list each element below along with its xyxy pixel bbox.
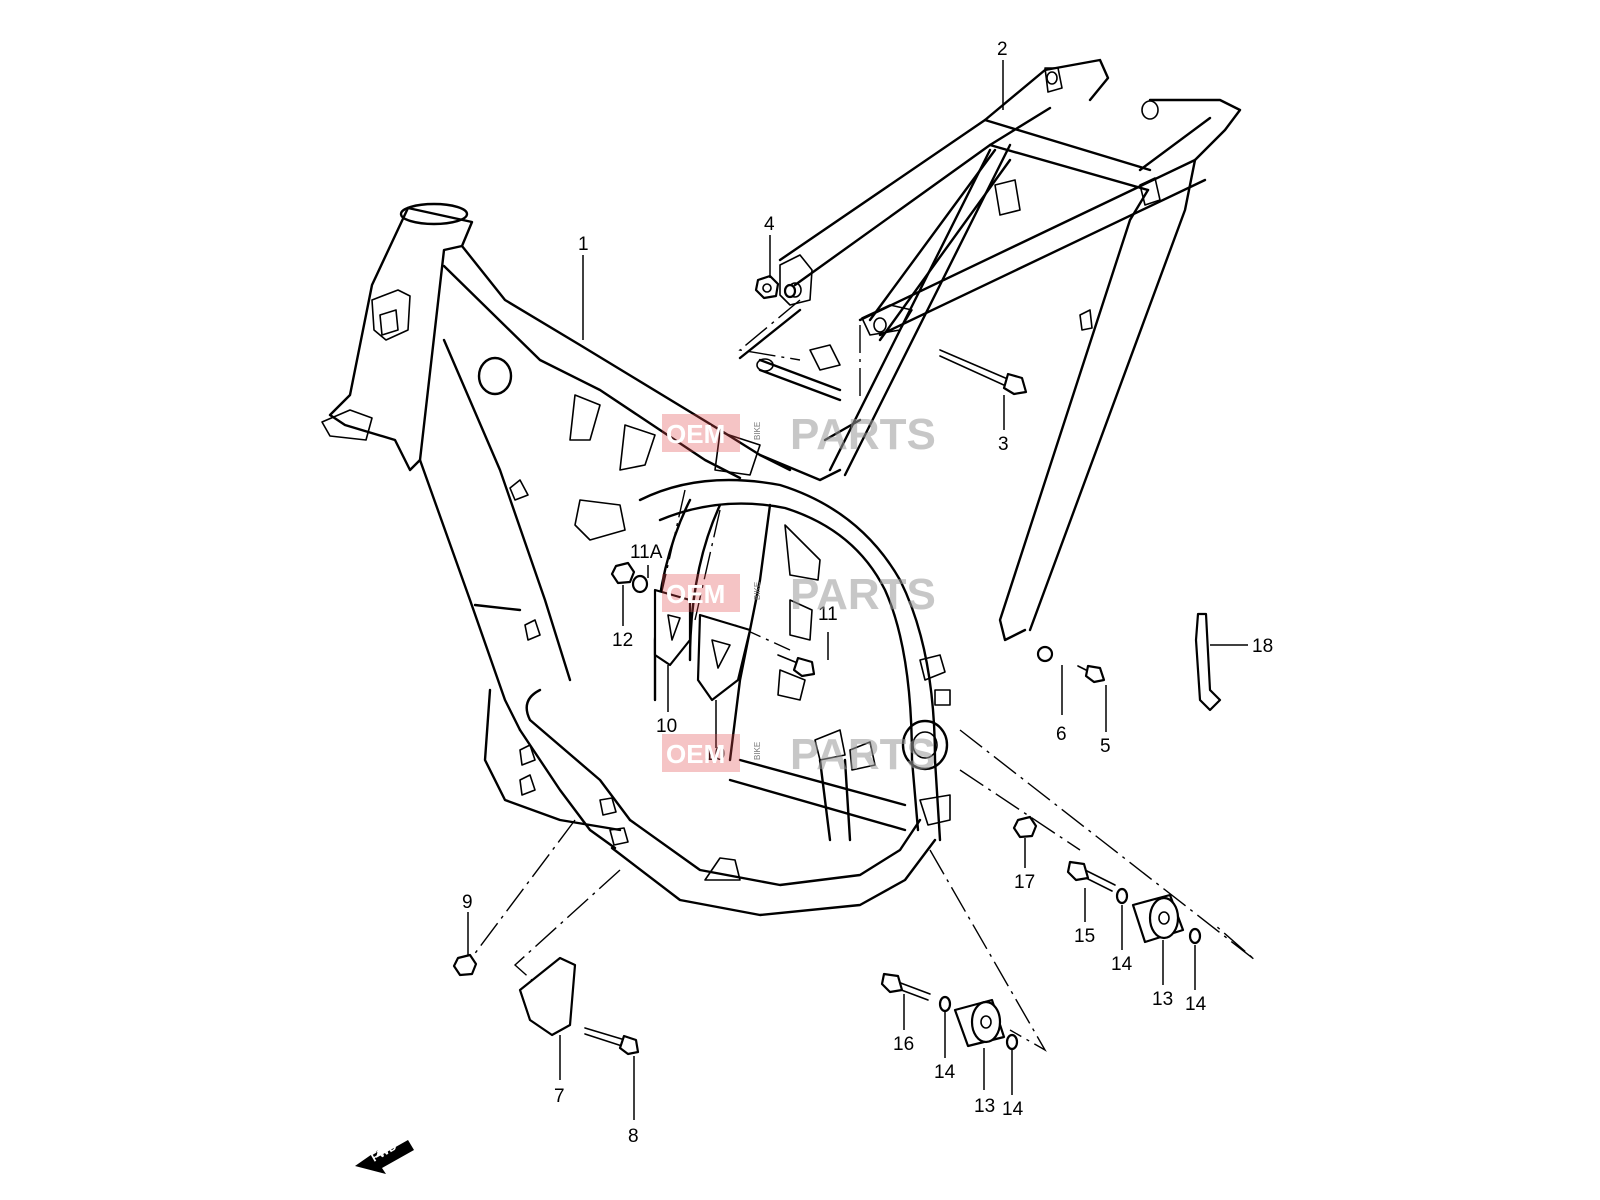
callout-14c: 14: [934, 1062, 956, 1083]
bolt-part-3[interactable]: [939, 349, 1028, 396]
svg-text:BIKE: BIKE: [753, 742, 762, 760]
callout-10b: 10: [704, 744, 725, 765]
bolt-part-11[interactable]: [777, 654, 816, 678]
svg-text:OEM: OEM: [666, 739, 725, 769]
bracket-part-7[interactable]: [518, 956, 577, 1037]
callout-17: 17: [1014, 872, 1035, 893]
washer-part-14a[interactable]: [1115, 887, 1129, 905]
main-frame[interactable]: [321, 202, 951, 917]
callout-14b: 14: [1185, 994, 1207, 1015]
svg-text:BIKE: BIKE: [753, 422, 762, 440]
nut-part-17[interactable]: [1012, 815, 1038, 839]
svg-text:OEM: OEM: [666, 579, 725, 609]
callout-14d: 14: [1002, 1099, 1024, 1120]
callout-11a: 11A: [630, 542, 663, 563]
bolt-part-5[interactable]: [1077, 664, 1106, 684]
bushing-part-13b[interactable]: [953, 998, 1006, 1048]
callout-13a: 13: [1152, 989, 1173, 1010]
washer-part-6[interactable]: [1036, 645, 1054, 663]
washer-part-14c[interactable]: [938, 995, 952, 1013]
bolt-part-16[interactable]: [880, 972, 931, 1001]
callout-8: 8: [628, 1126, 639, 1147]
fwd-arrow-icon: FWD: [355, 1139, 414, 1174]
washer-part-14b[interactable]: [1188, 927, 1202, 945]
callout-3: 3: [998, 434, 1009, 455]
nut-part-9[interactable]: [452, 953, 478, 977]
washer-part-11a[interactable]: [631, 574, 649, 594]
nut-part-12[interactable]: [610, 561, 636, 585]
callout-11: 11: [818, 604, 838, 625]
bolt-part-15[interactable]: [1066, 860, 1116, 892]
callout-1: 1: [578, 234, 589, 255]
callout-9: 9: [462, 892, 473, 913]
callout-13b: 13: [974, 1096, 995, 1117]
callout-labels: 1 2 3 4 5 6 7 8 9 10 10 11 11A 12 13 13 …: [462, 39, 1273, 1147]
svg-text:PARTS: PARTS: [790, 410, 936, 459]
callout-18: 18: [1252, 636, 1273, 657]
rear-subframe[interactable]: [756, 58, 1242, 642]
engine-plate-part-10a[interactable]: [653, 588, 692, 667]
nut-part-4[interactable]: [754, 274, 797, 300]
callout-14a: 14: [1111, 954, 1133, 975]
svg-text:PARTS: PARTS: [790, 570, 936, 619]
callout-leaders: [467, 60, 1248, 1120]
svg-text:PARTS: PARTS: [790, 730, 936, 779]
svg-text:OEM: OEM: [666, 419, 725, 449]
callout-12: 12: [612, 630, 633, 651]
callout-6: 6: [1056, 724, 1067, 745]
callout-7: 7: [554, 1086, 565, 1107]
callout-2: 2: [997, 39, 1008, 60]
watermark-2: OEM BIKE PARTS: [662, 570, 936, 619]
callout-16: 16: [893, 1034, 914, 1055]
strap-part-18[interactable]: [1194, 612, 1222, 712]
watermark-3: OEM BIKE PARTS: [662, 730, 936, 779]
washer-part-14d[interactable]: [1005, 1033, 1019, 1051]
callout-15: 15: [1074, 926, 1095, 947]
callout-5: 5: [1100, 736, 1111, 757]
callout-4: 4: [764, 214, 775, 235]
bushing-part-13a[interactable]: [1131, 893, 1185, 944]
watermark-1: OEM BIKE PARTS: [662, 410, 936, 459]
callout-10a: 10: [656, 716, 677, 737]
bolt-part-8[interactable]: [584, 1027, 640, 1056]
svg-text:BIKE: BIKE: [753, 582, 762, 600]
